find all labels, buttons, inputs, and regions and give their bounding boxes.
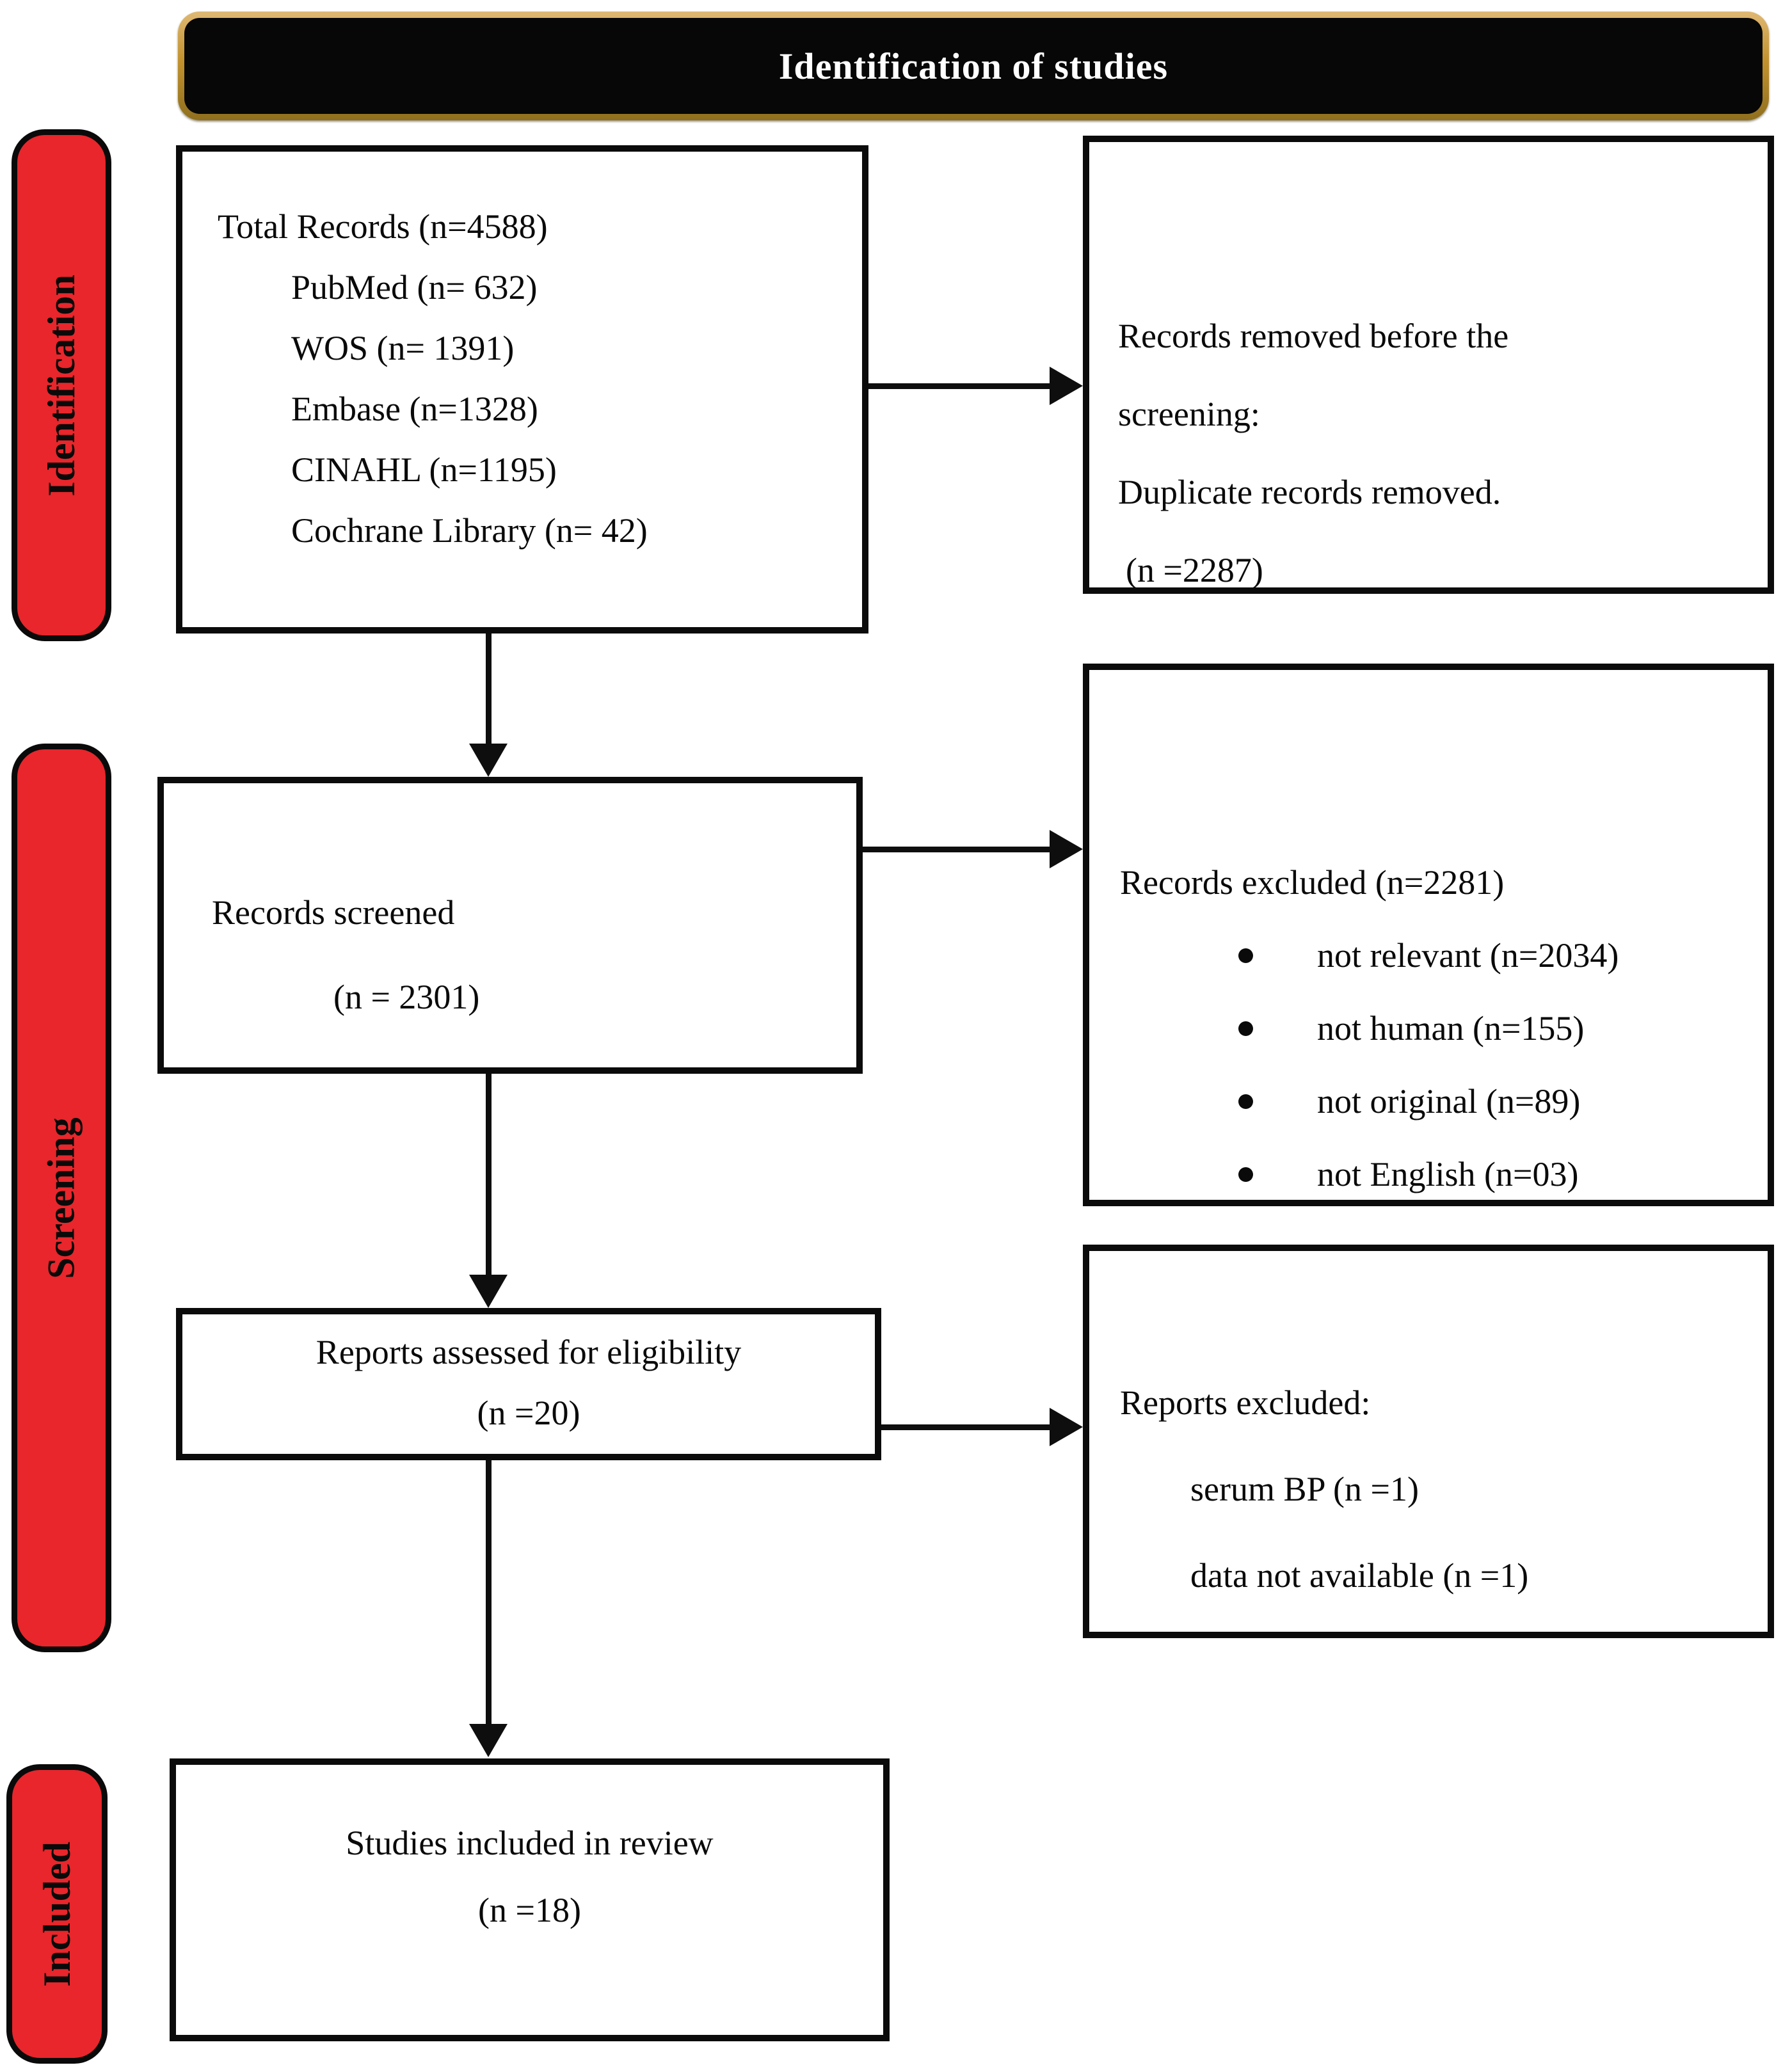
excluded-not-english: not English (n=03) [1317,1155,1579,1193]
diagram-title: Identification of studies [778,45,1169,87]
stage-label-included: Included [6,1764,108,2064]
excluded-reason-row: not original (n=89) [1120,1065,1758,1138]
source-wos: WOS (n= 1391) [291,329,515,367]
box-records-removed: Records removed before the screening: Du… [1083,136,1774,594]
header-banner-frame: Identification of studies [178,12,1769,120]
records-screened-count: (n = 2301) [333,978,480,1016]
source-cochrane: Cochrane Library (n= 42) [291,511,648,550]
excluded-not-human: not human (n=155) [1317,1009,1585,1048]
studies-included-title: Studies included in review [346,1824,714,1862]
stage-label-included-text: Included [35,1841,78,1987]
records-excluded-title: Records excluded (n=2281) [1120,863,1505,902]
records-removed-count: (n =2287) [1126,551,1263,589]
box-total-records: Total Records (n=4588) PubMed (n= 632) W… [176,145,868,634]
records-removed-line-3: Duplicate records removed. [1118,473,1501,511]
arrow-screened-to-assessed-head [469,1275,508,1308]
box-reports-excluded: Reports excluded: serum BP (n =1) data n… [1083,1245,1774,1638]
records-removed-line-2: screening: [1118,395,1260,433]
bullet-dot [1238,948,1253,963]
records-removed-line-1: Records removed before the [1118,317,1509,355]
stage-label-screening: Screening [12,744,111,1652]
header-banner: Identification of studies [184,18,1763,114]
bullet-dot [1238,1094,1253,1109]
reports-assessed-title: Reports assessed for eligibility [316,1333,742,1371]
stage-label-screening-text: Screening [40,1117,83,1279]
box-reports-assessed: Reports assessed for eligibility (n =20) [176,1308,881,1460]
box-records-screened: Records screened (n = 2301) [157,777,863,1074]
arrow-records-to-screened-head [469,744,508,777]
excluded-not-relevant: not relevant (n=2034) [1317,936,1619,975]
arrow-records-to-screened-line [486,634,492,744]
excluded-not-original: not original (n=89) [1317,1082,1581,1120]
excluded-reason-row: not English (n=03) [1120,1138,1758,1211]
reports-excluded-title: Reports excluded: [1120,1383,1371,1422]
bullet-dot [1238,1021,1253,1036]
stage-label-identification-text: Identification [40,274,83,497]
arrow-screened-to-excluded-line [863,847,1051,852]
reports-excluded-data-na: data not available (n =1) [1190,1556,1529,1595]
arrow-screened-to-excluded-head [1050,830,1083,868]
source-pubmed: PubMed (n= 632) [291,268,538,307]
studies-included-count: (n =18) [478,1891,581,1929]
arrow-assessed-to-included-line [486,1460,492,1724]
bullet-dot [1238,1167,1253,1182]
arrow-screened-to-assessed-line [486,1074,492,1275]
source-cinahl: CINAHL (n=1195) [291,450,557,489]
box-studies-included: Studies included in review (n =18) [170,1758,890,2041]
reports-assessed-count: (n =20) [477,1394,580,1432]
reports-excluded-serum-bp: serum BP (n =1) [1190,1470,1419,1508]
arrow-records-to-removed-line [868,383,1051,389]
total-records-line: Total Records (n=4588) [218,207,548,246]
arrow-assessed-to-reports-excluded-head [1050,1408,1083,1446]
source-embase: Embase (n=1328) [291,390,538,428]
stage-label-identification: Identification [12,129,111,641]
arrow-records-to-removed-head [1050,367,1083,405]
arrow-assessed-to-included-head [469,1724,508,1757]
records-screened-title: Records screened [212,893,455,932]
excluded-reason-row: not relevant (n=2034) [1120,919,1758,992]
excluded-reason-row: not human (n=155) [1120,992,1758,1065]
arrow-assessed-to-reports-excluded-line [881,1424,1051,1430]
box-records-excluded: Records excluded (n=2281) not relevant (… [1083,664,1774,1206]
